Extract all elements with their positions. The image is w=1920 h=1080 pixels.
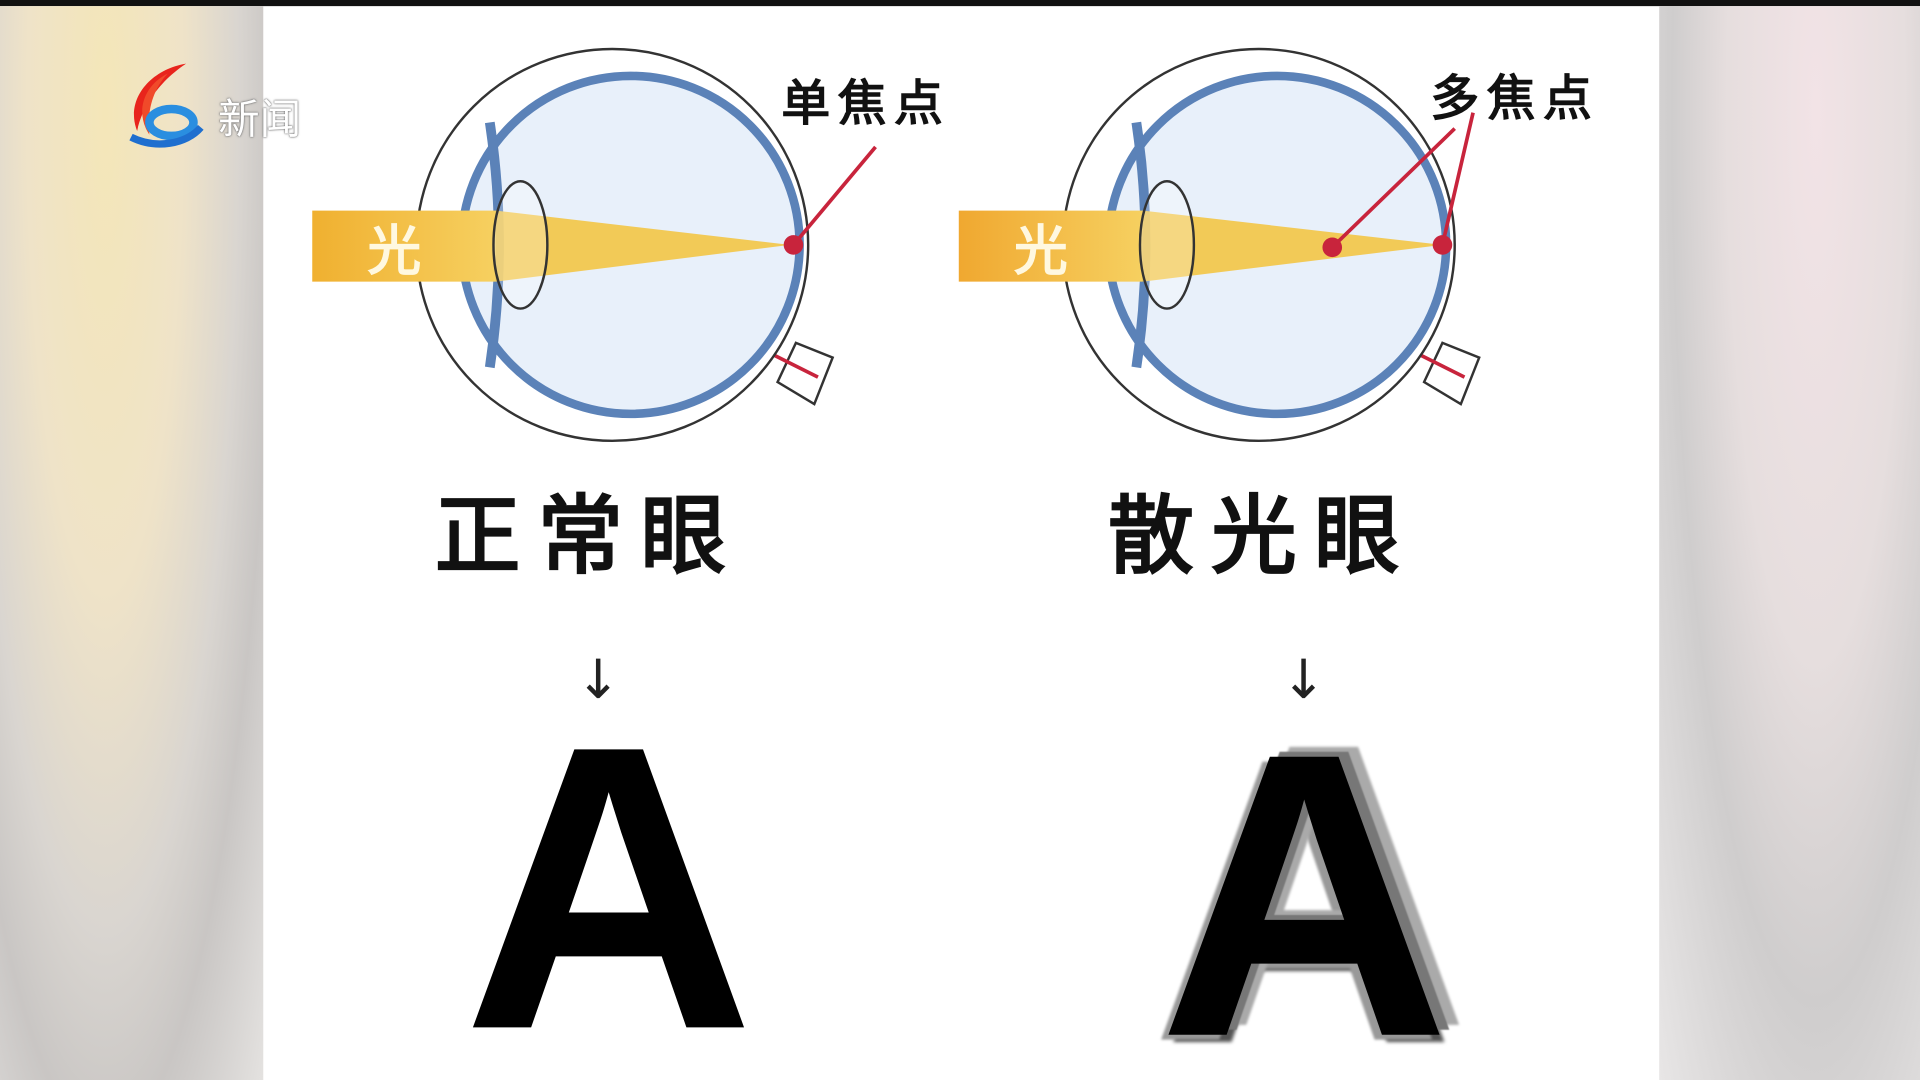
down-arrow-icon: ↓ bbox=[1280, 648, 1326, 712]
down-arrow-icon: ↓ bbox=[575, 648, 621, 712]
multi-focus-label: 多焦点 bbox=[1430, 71, 1600, 128]
light-beam-label: 光 bbox=[367, 219, 421, 282]
right-blur-panel bbox=[1659, 6, 1920, 1080]
top-bar bbox=[0, 0, 1920, 7]
single-focus-label: 单焦点 bbox=[781, 75, 951, 133]
normal-eye-diagram: 光 bbox=[312, 47, 877, 443]
left-blur-panel bbox=[0, 6, 264, 1080]
normal-eye-title: 正常眼 bbox=[434, 486, 744, 587]
astigmatic-eye-diagram: 光 bbox=[958, 47, 1481, 443]
sharp-letter-a: A bbox=[462, 661, 755, 1080]
blurred-letter-a: A bbox=[1158, 668, 1451, 1080]
channel-logo-text: 新闻 bbox=[217, 95, 302, 145]
astigmatic-eye-title: 散光眼 bbox=[1108, 486, 1417, 587]
channel-logo-icon bbox=[129, 63, 204, 148]
light-beam-label: 光 bbox=[1014, 219, 1068, 282]
